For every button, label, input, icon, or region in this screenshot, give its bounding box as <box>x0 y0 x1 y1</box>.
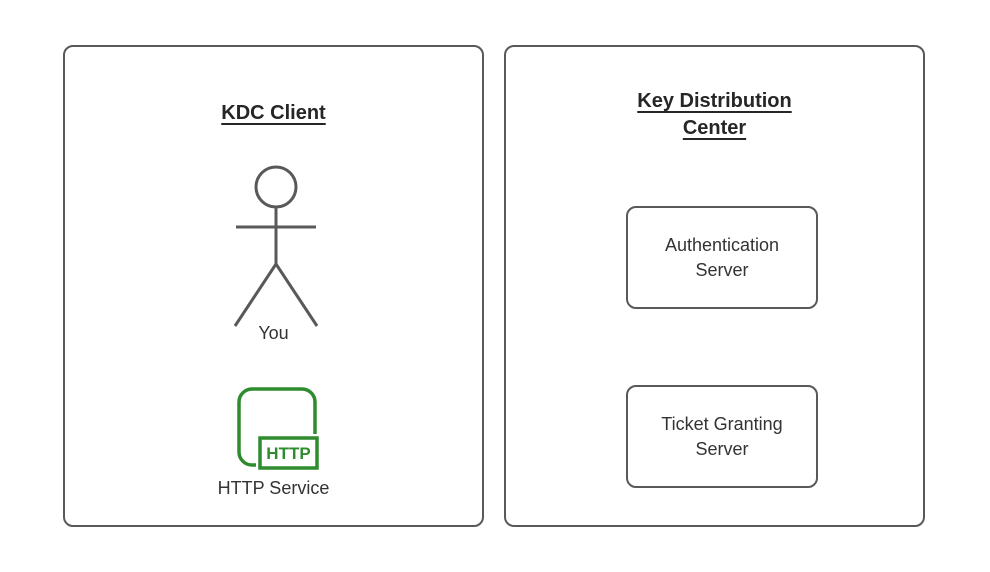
authentication-server-label: Authentication Server <box>664 235 780 280</box>
actor-head <box>254 165 298 209</box>
http-badge-text: HTTP <box>266 444 310 463</box>
stick-figure-actor-icon <box>233 165 319 327</box>
actor-right-leg <box>274 263 319 327</box>
kdc-title-row: Key Distribution Center <box>506 88 923 142</box>
kdc-client-title: KDC Client <box>221 102 326 124</box>
http-badge-frame <box>258 436 319 470</box>
kdc-client-panel: KDC Client You HTTP HTTP Service <box>63 45 484 527</box>
actor-left-leg <box>233 263 278 327</box>
actor-label: You <box>258 323 289 343</box>
kdc-client-title-row: KDC Client <box>65 100 482 127</box>
ticket-granting-server-label: Ticket Granting Server <box>661 414 783 459</box>
http-service-icon: HTTP <box>237 387 320 471</box>
authentication-server-box: Authentication Server <box>626 206 818 309</box>
http-service-label: HTTP Service <box>217 478 330 498</box>
kdc-title: Key Distribution Center <box>637 90 792 139</box>
ticket-granting-server-box: Ticket Granting Server <box>626 385 818 488</box>
key-distribution-center-panel: Key Distribution Center Authentication S… <box>504 45 925 527</box>
